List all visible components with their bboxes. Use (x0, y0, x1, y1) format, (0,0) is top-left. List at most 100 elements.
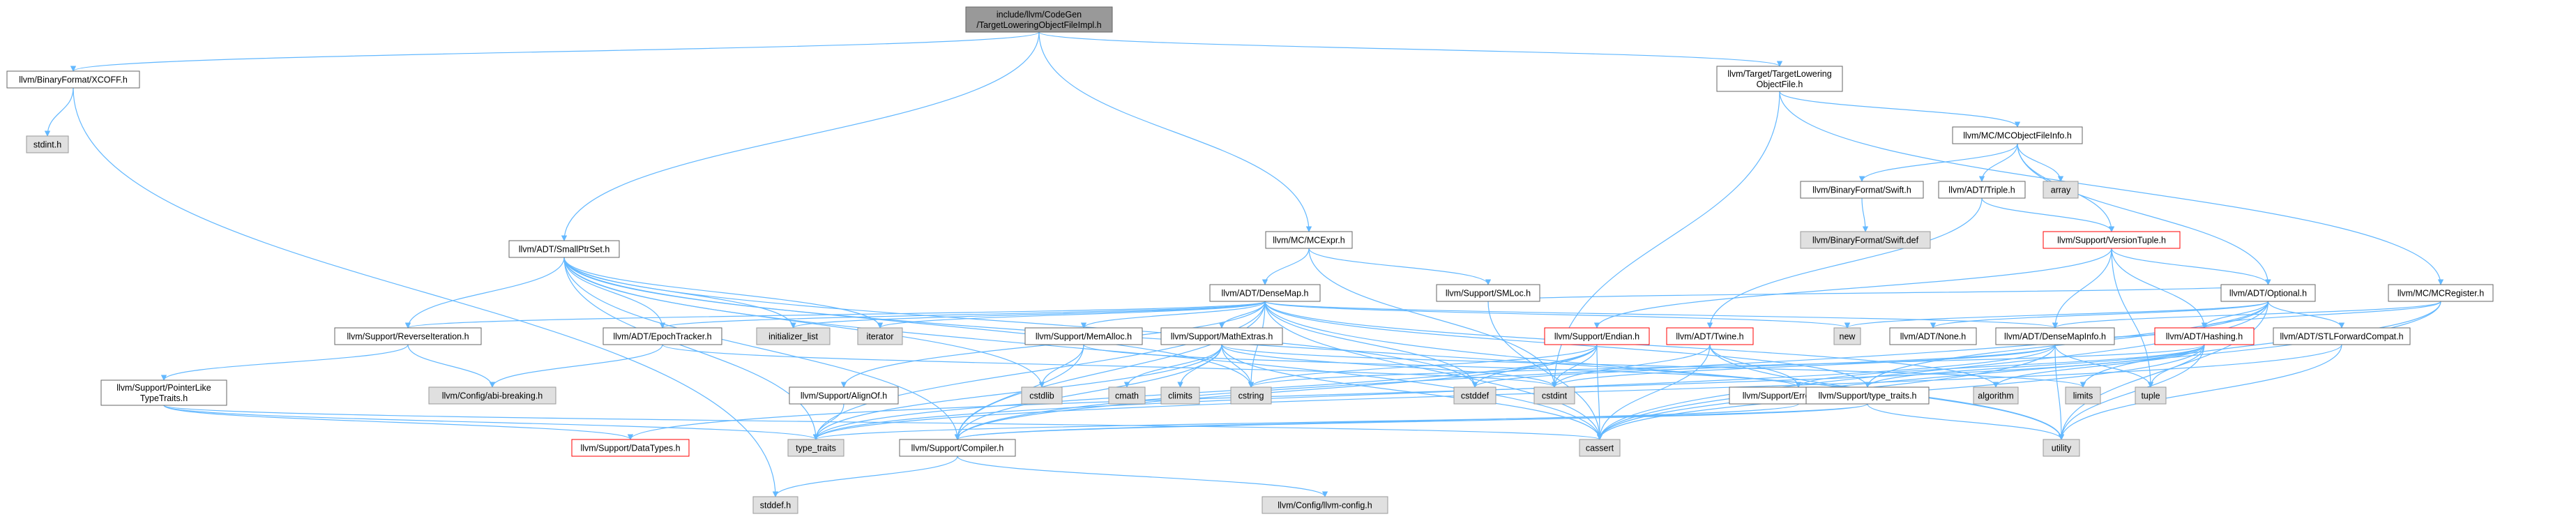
edge-smallptrset-to-reverseiter (404, 257, 565, 329)
node-tlof[interactable]: llvm/Target/TargetLoweringObjectFile.h (1716, 66, 1843, 92)
node-label: llvm/ADT/STLForwardCompat.h (2280, 332, 2403, 342)
node-cstdint[interactable]: cstdint (1533, 386, 1575, 405)
node-box (603, 327, 722, 345)
node-endian[interactable]: llvm/Support/Endian.h (1544, 327, 1650, 345)
node-box (1021, 386, 1063, 405)
node-cmath[interactable]: cmath (1108, 386, 1146, 405)
node-versiontuple[interactable]: llvm/Support/VersionTuple.h (2043, 231, 2181, 249)
node-cstdlib[interactable]: cstdlib (1021, 386, 1063, 405)
node-smloc[interactable]: llvm/Support/SMLoc.h (1436, 284, 1540, 302)
node-stlfwd[interactable]: llvm/ADT/STLForwardCompat.h (2273, 327, 2411, 345)
node-label: llvm/Support/ReverseIteration.h (347, 332, 469, 342)
node-initlist[interactable]: initializer_list (756, 327, 831, 345)
node-cassert[interactable]: cassert (1579, 439, 1621, 457)
edge-densemap-to-densemapinfo (1264, 301, 2058, 329)
node-epochtracker[interactable]: llvm/ADT/EpochTracker.h (603, 327, 722, 345)
node-triple[interactable]: llvm/ADT/Triple.h (1938, 181, 2026, 199)
node-label: llvm/Support/MathExtras.h (1171, 332, 1273, 342)
node-label: llvm/ADT/Twine.h (1676, 332, 1743, 342)
edge-optional-to-utility (2058, 301, 2269, 440)
node-stdint-h[interactable]: stdint.h (26, 135, 69, 153)
node-label: algorithm (1978, 391, 2013, 401)
node-tuple[interactable]: tuple (2135, 386, 2167, 405)
node-smallptrset[interactable]: llvm/ADT/SmallPtrSet.h (508, 240, 620, 258)
node-mcobjinfo[interactable]: llvm/MC/MCObjectFileInfo.h (1952, 126, 2083, 144)
node-mathextras[interactable]: llvm/Support/MathExtras.h (1160, 327, 1283, 345)
edge-mathextras-to-type-traits (812, 344, 1222, 440)
node-limits[interactable]: limits (2065, 386, 2101, 405)
edge-optional-to-new (1844, 301, 2269, 329)
node-algorithm[interactable]: algorithm (1973, 386, 2019, 405)
node-type-traits[interactable]: type_traits (787, 439, 844, 457)
edge-twine-to-cassert (1596, 344, 1711, 440)
node-label: llvm/Support/PointerLike (116, 383, 211, 393)
edge-endian-to-type-traits (812, 344, 1598, 440)
node-label: llvm/ADT/Hashing.h (2166, 332, 2243, 342)
node-root[interactable]: include/llvm/CodeGen/TargetLoweringObjec… (965, 6, 1113, 33)
node-label: llvm/MC/MCObjectFileInfo.h (1963, 131, 2072, 141)
node-optional[interactable]: llvm/ADT/Optional.h (2220, 284, 2316, 302)
node-box (2220, 284, 2316, 302)
edge-hashing-to-datatypes (628, 344, 2205, 440)
node-label: type_traits (796, 444, 836, 453)
node-cstddef[interactable]: cstddef (1453, 386, 1497, 405)
node-densemap[interactable]: llvm/ADT/DenseMap.h (1209, 284, 1321, 302)
node-new[interactable]: new (1833, 327, 1861, 345)
node-stddef-h[interactable]: stddef.h (752, 496, 798, 514)
node-label: /TargetLoweringObjectFileImpl.h (976, 20, 1101, 30)
node-alignof[interactable]: llvm/Support/AlignOf.h (789, 386, 899, 405)
node-densemapinfo[interactable]: llvm/ADT/DenseMapInfo.h (1995, 327, 2115, 345)
node-abibreaking[interactable]: llvm/Config/abi-breaking.h (428, 386, 556, 405)
edge-endian-to-cstddef (1471, 344, 1598, 388)
node-box (100, 379, 227, 406)
node-label: llvm/ADT/SmallPtrSet.h (519, 245, 610, 255)
edge-mcregister-to-limits (2079, 301, 2441, 388)
node-label: llvm/MC/MCRegister.h (2397, 289, 2484, 299)
edge-xcoff-to-stdint-h (44, 87, 74, 137)
edge-hashing-to-algorithm (1992, 344, 2205, 388)
node-twine[interactable]: llvm/ADT/Twine.h (1666, 327, 1754, 345)
node-reverseiter[interactable]: llvm/Support/ReverseIteration.h (334, 327, 482, 345)
node-mcexpr[interactable]: llvm/MC/MCExpr.h (1265, 231, 1353, 249)
node-llvmconfig[interactable]: llvm/Config/llvm-config.h (1262, 496, 1388, 514)
node-datatypes[interactable]: llvm/Support/DataTypes.h (571, 439, 690, 457)
node-label: llvm/Support/SMLoc.h (1446, 289, 1531, 299)
node-utility[interactable]: utility (2043, 439, 2080, 457)
node-label: llvm/Support/MemAlloc.h (1036, 332, 1132, 342)
node-none[interactable]: llvm/ADT/None.h (1889, 327, 1977, 345)
node-label: climits (1168, 391, 1192, 401)
node-climits[interactable]: climits (1160, 386, 1200, 405)
node-typetraits[interactable]: llvm/Support/type_traits.h (1805, 386, 1930, 405)
node-swift-def[interactable]: llvm/BinaryFormat/Swift.def (1800, 231, 1931, 249)
edge-densemap-to-cstddef (1264, 301, 1478, 388)
node-swift-h[interactable]: llvm/BinaryFormat/Swift.h (1800, 181, 1924, 199)
node-label: tuple (2141, 391, 2160, 401)
node-box (1666, 327, 1754, 345)
edge-optional-to-stlfwd (2267, 301, 2345, 329)
edge-ptrlike-to-type-traits (163, 405, 819, 440)
node-array[interactable]: array (2043, 181, 2079, 199)
node-xcoff[interactable]: llvm/BinaryFormat/XCOFF.h (6, 70, 140, 89)
node-compiler[interactable]: llvm/Support/Compiler.h (899, 439, 1016, 457)
node-hashing[interactable]: llvm/ADT/Hashing.h (2154, 327, 2255, 345)
node-box (334, 327, 482, 345)
node-box (1800, 181, 1924, 199)
node-box (1889, 327, 1977, 345)
node-label: llvm/ADT/Optional.h (2229, 289, 2307, 299)
edge-compiler-to-stddef-h (772, 456, 958, 497)
node-label: llvm/Support/type_traits.h (1818, 391, 1916, 401)
node-label: llvm/ADT/EpochTracker.h (613, 332, 711, 342)
edge-root-to-tlof (1038, 31, 1782, 67)
node-box (1938, 181, 2026, 199)
node-mcregister[interactable]: llvm/MC/MCRegister.h (2388, 284, 2494, 302)
edge-hashing-to-typetraits (1864, 344, 2205, 388)
node-label: llvm/MC/MCExpr.h (1273, 236, 1345, 246)
node-label: cstdlib (1029, 391, 1054, 401)
node-memalloc[interactable]: llvm/Support/MemAlloc.h (1024, 327, 1143, 345)
node-iterator[interactable]: iterator (857, 327, 903, 345)
node-cstring[interactable]: cstring (1230, 386, 1272, 405)
edge-mathextras-to-limits (1221, 344, 2086, 388)
